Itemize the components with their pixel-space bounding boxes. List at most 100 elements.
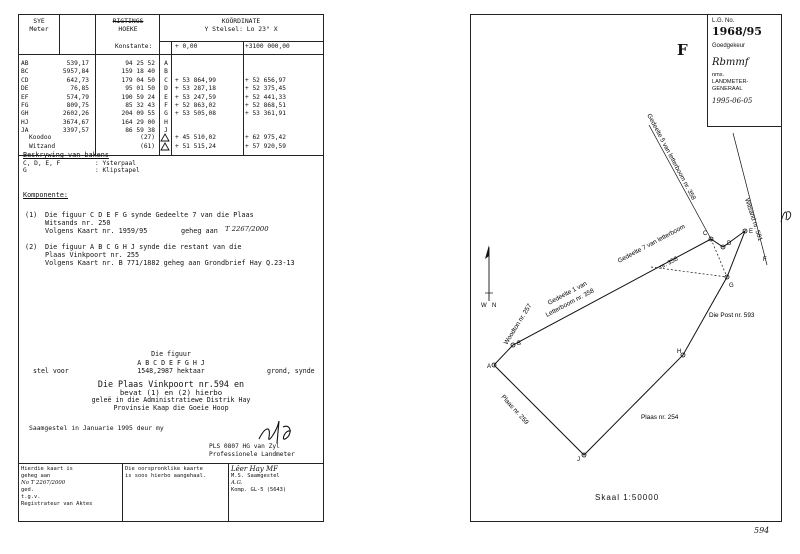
witzand-number: (61) (140, 143, 155, 150)
label-witsand: Witsand nr. 581 (743, 197, 764, 242)
surveyor-general-box: L.G. No. 1968/95 Goedgekeur Rbmmf nms. L… (707, 15, 781, 127)
lg-label: L.G. No. (712, 18, 735, 24)
footer-text: M.S. Saamgestel (231, 473, 280, 479)
beacon-j (581, 452, 587, 458)
direction-angle: 85 32 43 (125, 102, 155, 109)
x-coordinate: + 53 361,91 (245, 110, 286, 118)
komponent-1-line-2: Witsands nr. 250 (45, 219, 111, 227)
side-length: 539,17 (66, 60, 89, 67)
north-arrow-n: N (492, 303, 496, 309)
file-reference-cell: Lêer Hay MF M.S. Saamgestel A.G. Komp. G… (229, 464, 323, 522)
column-header-coordinates: KOÖRDINATE Y Stelsel: Lo 23° X (161, 17, 321, 33)
footer-text: t.g.v. (21, 494, 41, 500)
lg-title-line: nms. (712, 72, 725, 78)
farm-district: geleë in die Administratiewe Distrik Hay (91, 396, 251, 404)
direction-angle: 159 18 40 (121, 68, 155, 76)
property-map: W N A B C D E F G H J (481, 113, 768, 463)
lg-signature: Rbmmf (712, 57, 749, 68)
point-letter: H (164, 118, 168, 126)
komponent-1-handwritten-ref: T 2267/2000 (225, 225, 269, 233)
side-name: FG (21, 102, 29, 109)
beacon-c (708, 236, 714, 242)
direction-angle: 95 01 50 (125, 85, 155, 93)
label-die-post: Die Post nr. 593 (709, 312, 755, 319)
header-meter: Meter (29, 25, 49, 33)
figuur-heading: Die figuur (151, 350, 191, 358)
koordoo-label: Koodoo (29, 134, 52, 141)
table-row: Witzand (61) + 51 515,24 + 57 920,59 (19, 142, 323, 151)
komponent-2-line-1: Die figuur A B C G H J synde die restant… (45, 243, 242, 251)
point-label-b: B (517, 341, 521, 347)
point-letter: G (164, 110, 168, 118)
x-coordinate: + 52 441,33 (245, 93, 286, 101)
side-name: GH (21, 110, 29, 118)
farm-title: Die Plaas Vinkpoort nr.594 en (97, 379, 245, 389)
y-coordinate: + 52 863,02 (175, 102, 216, 109)
komponente-title: Komponente: (23, 191, 69, 199)
witzand-y: + 51 515,24 (175, 143, 216, 150)
footer-text: Registrateur van Aktes (21, 501, 93, 507)
point-letter: F (164, 102, 168, 109)
footer-text: Komp. GL-5 (5643) (231, 487, 287, 493)
deeds-registration-cell: Hierdie kaart is geheg aan No T 2267/200… (19, 464, 123, 522)
registration-footer: Hierdie kaart is geheg aan No T 2267/200… (19, 463, 323, 522)
figuur-points: A B C D E F G H J (137, 359, 205, 367)
table-divider (159, 41, 323, 42)
goedgekeur-label: Goedgekeur (712, 43, 746, 49)
point-letter: B (164, 68, 168, 76)
label-plaas-254: Plaas nr. 254 (641, 414, 679, 421)
table-divider (171, 41, 172, 155)
point-label-c: C (703, 231, 708, 237)
surveyor-name: PLS 0807 HG van Zyl (209, 443, 280, 450)
x-coordinate: + 52 656,97 (245, 76, 286, 84)
x-coordinate: + 52 868,51 (245, 102, 286, 109)
adjacent-boundary (732, 132, 768, 266)
konstante-y: + 0,00 (175, 43, 198, 50)
table-divider (159, 15, 160, 155)
saamgestel-text: Saamgestel in Januarie 1995 deur my (29, 424, 164, 432)
side-name: JA (21, 127, 29, 135)
lg-date: 1995-06-05 (712, 97, 753, 105)
property-boundary (493, 229, 747, 456)
point-letter: A (164, 60, 168, 67)
diagram-sheet: SYE Meter RIGTINGS HOEKE KOÖRDINATE Y St… (18, 14, 324, 522)
side-name: AB (21, 60, 29, 67)
direction-angle: 164 29 00 (121, 118, 155, 126)
bakens-desc-2: : Klipstapel (95, 167, 140, 174)
direction-angle: 179 04 50 (121, 76, 155, 84)
komponent-1-line-3: Volgens Kaart nr. 1959/95 (45, 227, 148, 235)
beacon-a (491, 362, 497, 368)
table-row: Koodoo (27) + 45 510,02 + 62 975,42 (19, 133, 323, 142)
side-name: DE (21, 85, 29, 93)
surveyor-signature (258, 420, 292, 444)
witzand-x: + 57 920,59 (245, 143, 286, 150)
koordoo-number: (27) (140, 134, 155, 141)
label-woodton: Woodton nr. 257 (503, 302, 534, 346)
adjacent-boundary (648, 124, 712, 240)
header-koordinate: KOÖRDINATE (221, 17, 261, 25)
table-divider (59, 15, 60, 55)
lg-title-line: LANDMETER- (712, 79, 749, 85)
side-name: EF (21, 93, 29, 101)
direction-angle: 86 59 38 (125, 127, 155, 135)
direction-angle: 204 09 55 (121, 110, 155, 118)
komponent-1-geheg: geheg aan (181, 227, 218, 235)
direction-angle: 190 59 24 (121, 93, 155, 101)
inner-boundary (650, 266, 728, 278)
point-letter: D (164, 85, 168, 93)
header-syde: SYE (33, 17, 45, 25)
header-stelsel: Y Stelsel: Lo 23° X (204, 25, 278, 33)
label-gedeelte-5: Gedeelte 5 van letterboom nr. 358 (645, 113, 697, 202)
koordoo-x: + 62 975,42 (245, 134, 286, 141)
header-rigtings: RIGTINGS (112, 17, 144, 25)
point-label-d: D (727, 241, 732, 247)
point-label-j: J (577, 457, 580, 463)
beacon-d (720, 244, 726, 250)
komponent-2-line-3: Volgens Kaart nr. B 771/1882 geheg aan G… (45, 259, 295, 267)
footer-text: A.G. (231, 480, 243, 486)
x-coordinate: + 52 375,45 (245, 85, 286, 93)
original-diagrams-cell: Die oorspronklike kaarte is soos hierbo … (123, 464, 229, 522)
